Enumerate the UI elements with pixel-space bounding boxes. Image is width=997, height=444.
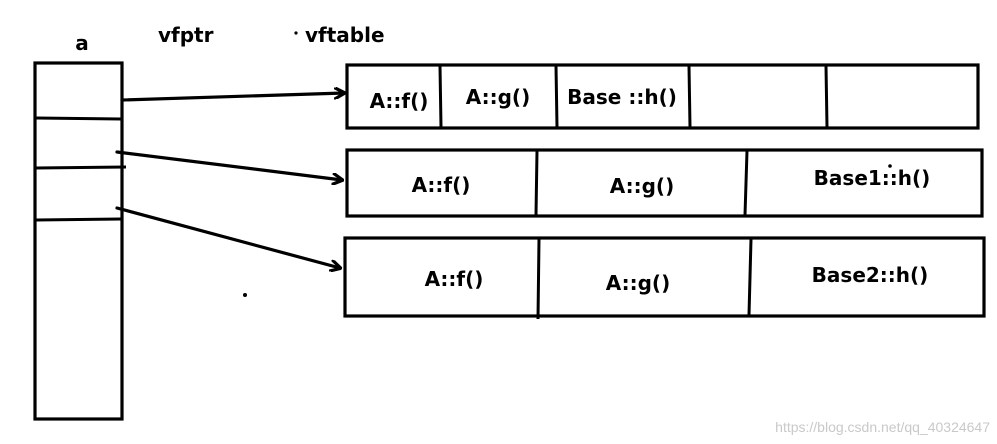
vftable-1-entry-2: A::g() <box>466 85 530 109</box>
vftable-2: A::f() A::g() Base1::h() <box>345 148 984 218</box>
watermark-text: https://blog.csdn.net/qq_40324647 <box>775 419 990 435</box>
vftable-3-entry-2: A::g() <box>606 271 670 295</box>
vftable-1: A::f() A::g() Base ::h() <box>345 63 980 130</box>
vfptr-label: vfptr <box>158 23 214 47</box>
object-a-block <box>33 61 127 421</box>
vfptr-arrow-2 <box>115 150 342 180</box>
stray-dot <box>243 293 247 297</box>
vfptr-arrow-1 <box>120 93 344 102</box>
vftable-3: A::f() A::g() Base2::h() <box>343 236 986 320</box>
vftable-3-entry-3: Base2::h() <box>812 263 929 287</box>
vftable-3-entry-1: A::f() <box>425 267 484 291</box>
vfptr-arrow-3 <box>115 206 340 268</box>
vftable-2-entry-1: A::f() <box>412 173 471 197</box>
vftable-label: vftable <box>305 23 385 47</box>
vftable-1-entry-3: Base ::h() <box>567 85 677 109</box>
vftable-1-entry-1: A::f() <box>370 89 429 113</box>
slot-divider <box>35 116 122 121</box>
vftable-2-entry-3: Base1::h() <box>814 166 931 190</box>
object-label: a <box>75 31 89 55</box>
stray-dot <box>294 31 298 35</box>
stray-dot <box>888 164 892 168</box>
vftable-2-entry-2: A::g() <box>610 174 674 198</box>
slot-divider <box>35 217 122 222</box>
slot-divider <box>35 165 127 170</box>
